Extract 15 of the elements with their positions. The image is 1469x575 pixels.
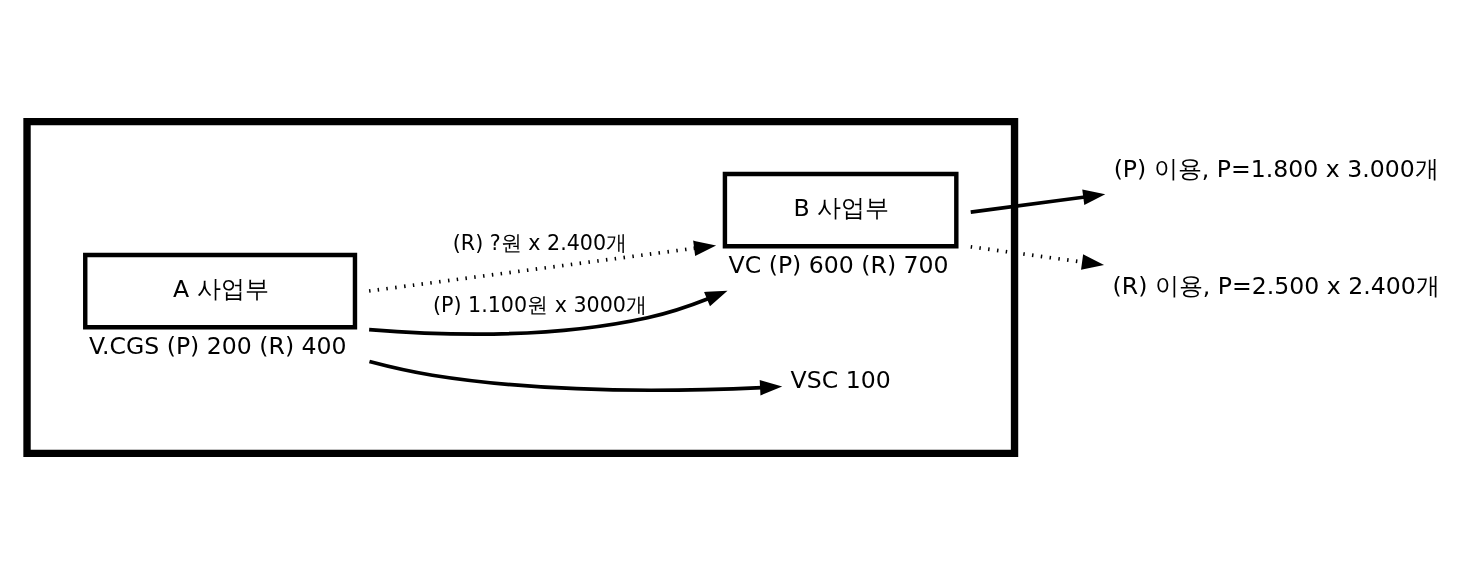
node-box: A 사업부 — [83, 252, 358, 330]
arrow — [368, 240, 717, 293]
node-text: VSC 100 — [790, 366, 891, 395]
arrow — [970, 245, 1105, 270]
edge-label: (P) 1.100원 x 3000개 — [432, 293, 647, 318]
node-label: VC (P) 600 (R) 700 — [728, 251, 949, 280]
cluster — [23, 118, 1019, 457]
node-text: (R) 이용, P=2.500 x 2.400개 — [1112, 271, 1440, 300]
arrow — [369, 290, 728, 336]
arrow — [970, 189, 1106, 214]
edge-label: (R) ?원 x 2.400개 — [452, 231, 628, 256]
node-box: B 사업부 — [722, 171, 959, 249]
arrow — [369, 359, 783, 396]
node-label: V.CGS (P) 200 (R) 400 — [88, 332, 347, 361]
node-text: (P) 이용, P=1.800 x 3.000개 — [1113, 155, 1439, 184]
